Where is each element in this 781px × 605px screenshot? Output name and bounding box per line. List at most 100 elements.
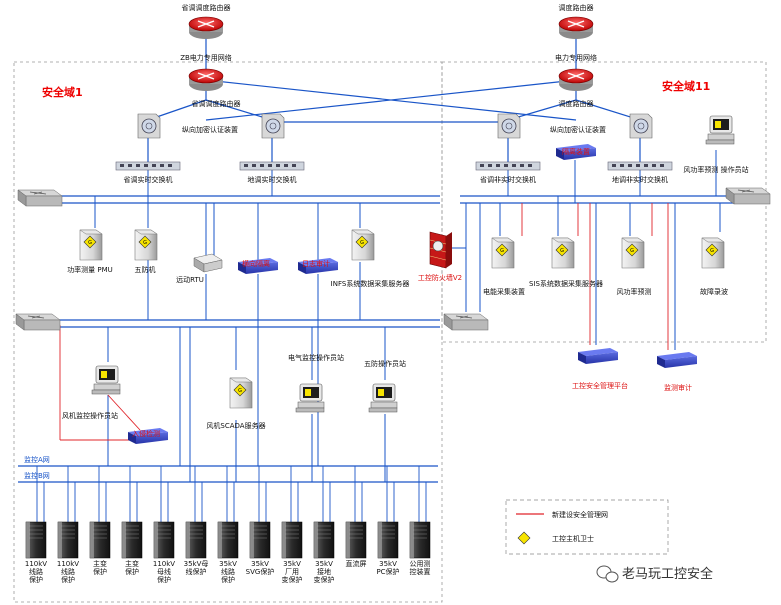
core-switch-right-2 xyxy=(443,313,489,331)
legend-box xyxy=(505,499,669,555)
scada-label: 风机SCADA服务器 xyxy=(206,421,265,430)
data-server-label: INFS系统数据采集服务器 xyxy=(331,279,410,288)
zone1-router-label: 省调调度路由器 xyxy=(192,99,241,108)
bay-label: 保护 xyxy=(29,575,43,584)
bay-rack-icon xyxy=(409,521,431,559)
bay-label: 主变 xyxy=(125,559,139,568)
bay-rack-icon xyxy=(217,521,239,559)
audit2-label: 监测审计 xyxy=(664,383,692,392)
bay-label: 公用测 xyxy=(410,560,431,568)
bay-label: 保护 xyxy=(93,567,107,576)
wan-links xyxy=(147,32,641,162)
top-router-right xyxy=(558,16,594,40)
legend-guard-icon xyxy=(517,531,531,545)
bay-label: 35kV xyxy=(315,560,333,568)
core-switch-right-1 xyxy=(725,187,771,205)
bay-rack-icon xyxy=(89,521,111,559)
bay-label: 110kV xyxy=(153,560,175,568)
net-b-label: 监控B网 xyxy=(24,471,50,480)
net-a-label: 监控A网 xyxy=(24,455,50,464)
bay-rack-icon xyxy=(281,521,303,559)
forecast-server xyxy=(621,237,645,269)
switch-right-a-label: 省调非实时交换机 xyxy=(480,175,536,184)
operator3-pc xyxy=(368,383,398,413)
top-router-left-label: 省调调度路由器 xyxy=(182,3,231,12)
operator2-label: 电气监控操作员站 xyxy=(288,353,344,362)
bay-label: SVG保护 xyxy=(246,567,275,576)
bay-label: 35kV xyxy=(251,560,269,568)
mgmt-platform xyxy=(578,348,618,364)
isolation-top-right-label: 隔离装置 xyxy=(562,147,590,156)
isolation-label: 横向隔离 xyxy=(242,259,270,268)
bay-rack-icon xyxy=(25,521,47,559)
legend-line-label: 新建设安全管理网 xyxy=(552,510,608,519)
bay-rack-icon xyxy=(313,521,335,559)
zone11-router-label: 调度路由器 xyxy=(559,99,594,108)
operator1-pc xyxy=(91,365,121,395)
bay-label: 直流屏 xyxy=(346,559,367,568)
switch-left-a xyxy=(115,161,181,171)
fault-server xyxy=(701,237,725,269)
scada-server xyxy=(229,377,253,409)
bay-rack-icon xyxy=(121,521,143,559)
zone11-border xyxy=(441,61,767,343)
switch-left-b-label: 地调实时交换机 xyxy=(248,175,297,184)
bay-label: 线保护 xyxy=(186,567,207,576)
rtu-device xyxy=(193,253,223,273)
bay-label: 35kV xyxy=(219,560,237,568)
forecast-label: 风功率预测 xyxy=(617,287,652,296)
watermark-text: 老马玩工控安全 xyxy=(622,566,713,582)
bay-label: 变保护 xyxy=(314,575,335,584)
core-switch-left-2 xyxy=(15,313,61,331)
switch-left-b xyxy=(239,161,305,171)
fault-label: 故障录波 xyxy=(700,287,728,296)
bay-label: 35kV xyxy=(379,560,397,568)
sis-label: SIS系统数据采集服务器 xyxy=(529,279,603,288)
wan-left-label: ZB电力专用网络 xyxy=(180,53,232,62)
bay-label: 110kV xyxy=(57,560,79,568)
buses xyxy=(18,195,745,483)
firewall-icon xyxy=(429,231,452,269)
bay-label: 母线 xyxy=(157,567,171,576)
switch-right-b xyxy=(607,161,673,171)
bay-label: 线路 xyxy=(29,567,43,576)
wufang-server xyxy=(134,229,158,261)
workstation-pc xyxy=(705,115,735,145)
bay-label: 线路 xyxy=(221,567,235,576)
pmu-server xyxy=(79,229,103,261)
bay-row: 110kV线路保护110kV线路保护主变保护主变保护110kV母线保护35kV母… xyxy=(25,521,431,584)
sis-server xyxy=(551,237,575,269)
security-links xyxy=(59,203,669,441)
bay-label: 接地 xyxy=(317,567,331,576)
meter-label: 电能采集装置 xyxy=(483,287,525,296)
bay-label: 线路 xyxy=(61,567,75,576)
auth-left-label: 纵向加密认证装置 xyxy=(182,125,238,134)
pmu-label: 功率测量 PMU xyxy=(67,265,113,274)
auth-device-right-2 xyxy=(629,113,653,139)
bay-label: 保护 xyxy=(125,567,139,576)
legend-icon-label: 工控主机卫士 xyxy=(552,534,594,543)
wechat-icon xyxy=(596,565,619,583)
auth-device-left-1 xyxy=(137,113,161,139)
operator3-label: 五防操作员站 xyxy=(364,359,406,368)
bay-label: PC保护 xyxy=(376,567,399,576)
wufang-label: 五防机 xyxy=(135,265,156,274)
zone1-title: 安全域1 xyxy=(42,85,83,99)
top-router-right-label: 调度路由器 xyxy=(559,3,594,12)
bay-label: 主变 xyxy=(93,559,107,568)
data-server xyxy=(351,229,375,261)
meter-server xyxy=(491,237,515,269)
bay-rack-icon xyxy=(153,521,175,559)
top-router-left xyxy=(188,16,224,40)
bay-rack-icon xyxy=(185,521,207,559)
intrusion-label: 入侵检测 xyxy=(132,429,160,438)
mgmt-label: 工控安全管理平台 xyxy=(572,381,628,390)
auth-device-left-2 xyxy=(261,113,285,139)
bay-rack-icon xyxy=(345,521,367,559)
switch-right-b-label: 地调非实时交换机 xyxy=(612,175,668,184)
switch-right-a xyxy=(475,161,541,171)
switch-left-a-label: 省调实时交换机 xyxy=(124,175,173,184)
operator2-pc xyxy=(295,383,325,413)
firewall-label: 工控防火墙V2 xyxy=(418,273,462,282)
